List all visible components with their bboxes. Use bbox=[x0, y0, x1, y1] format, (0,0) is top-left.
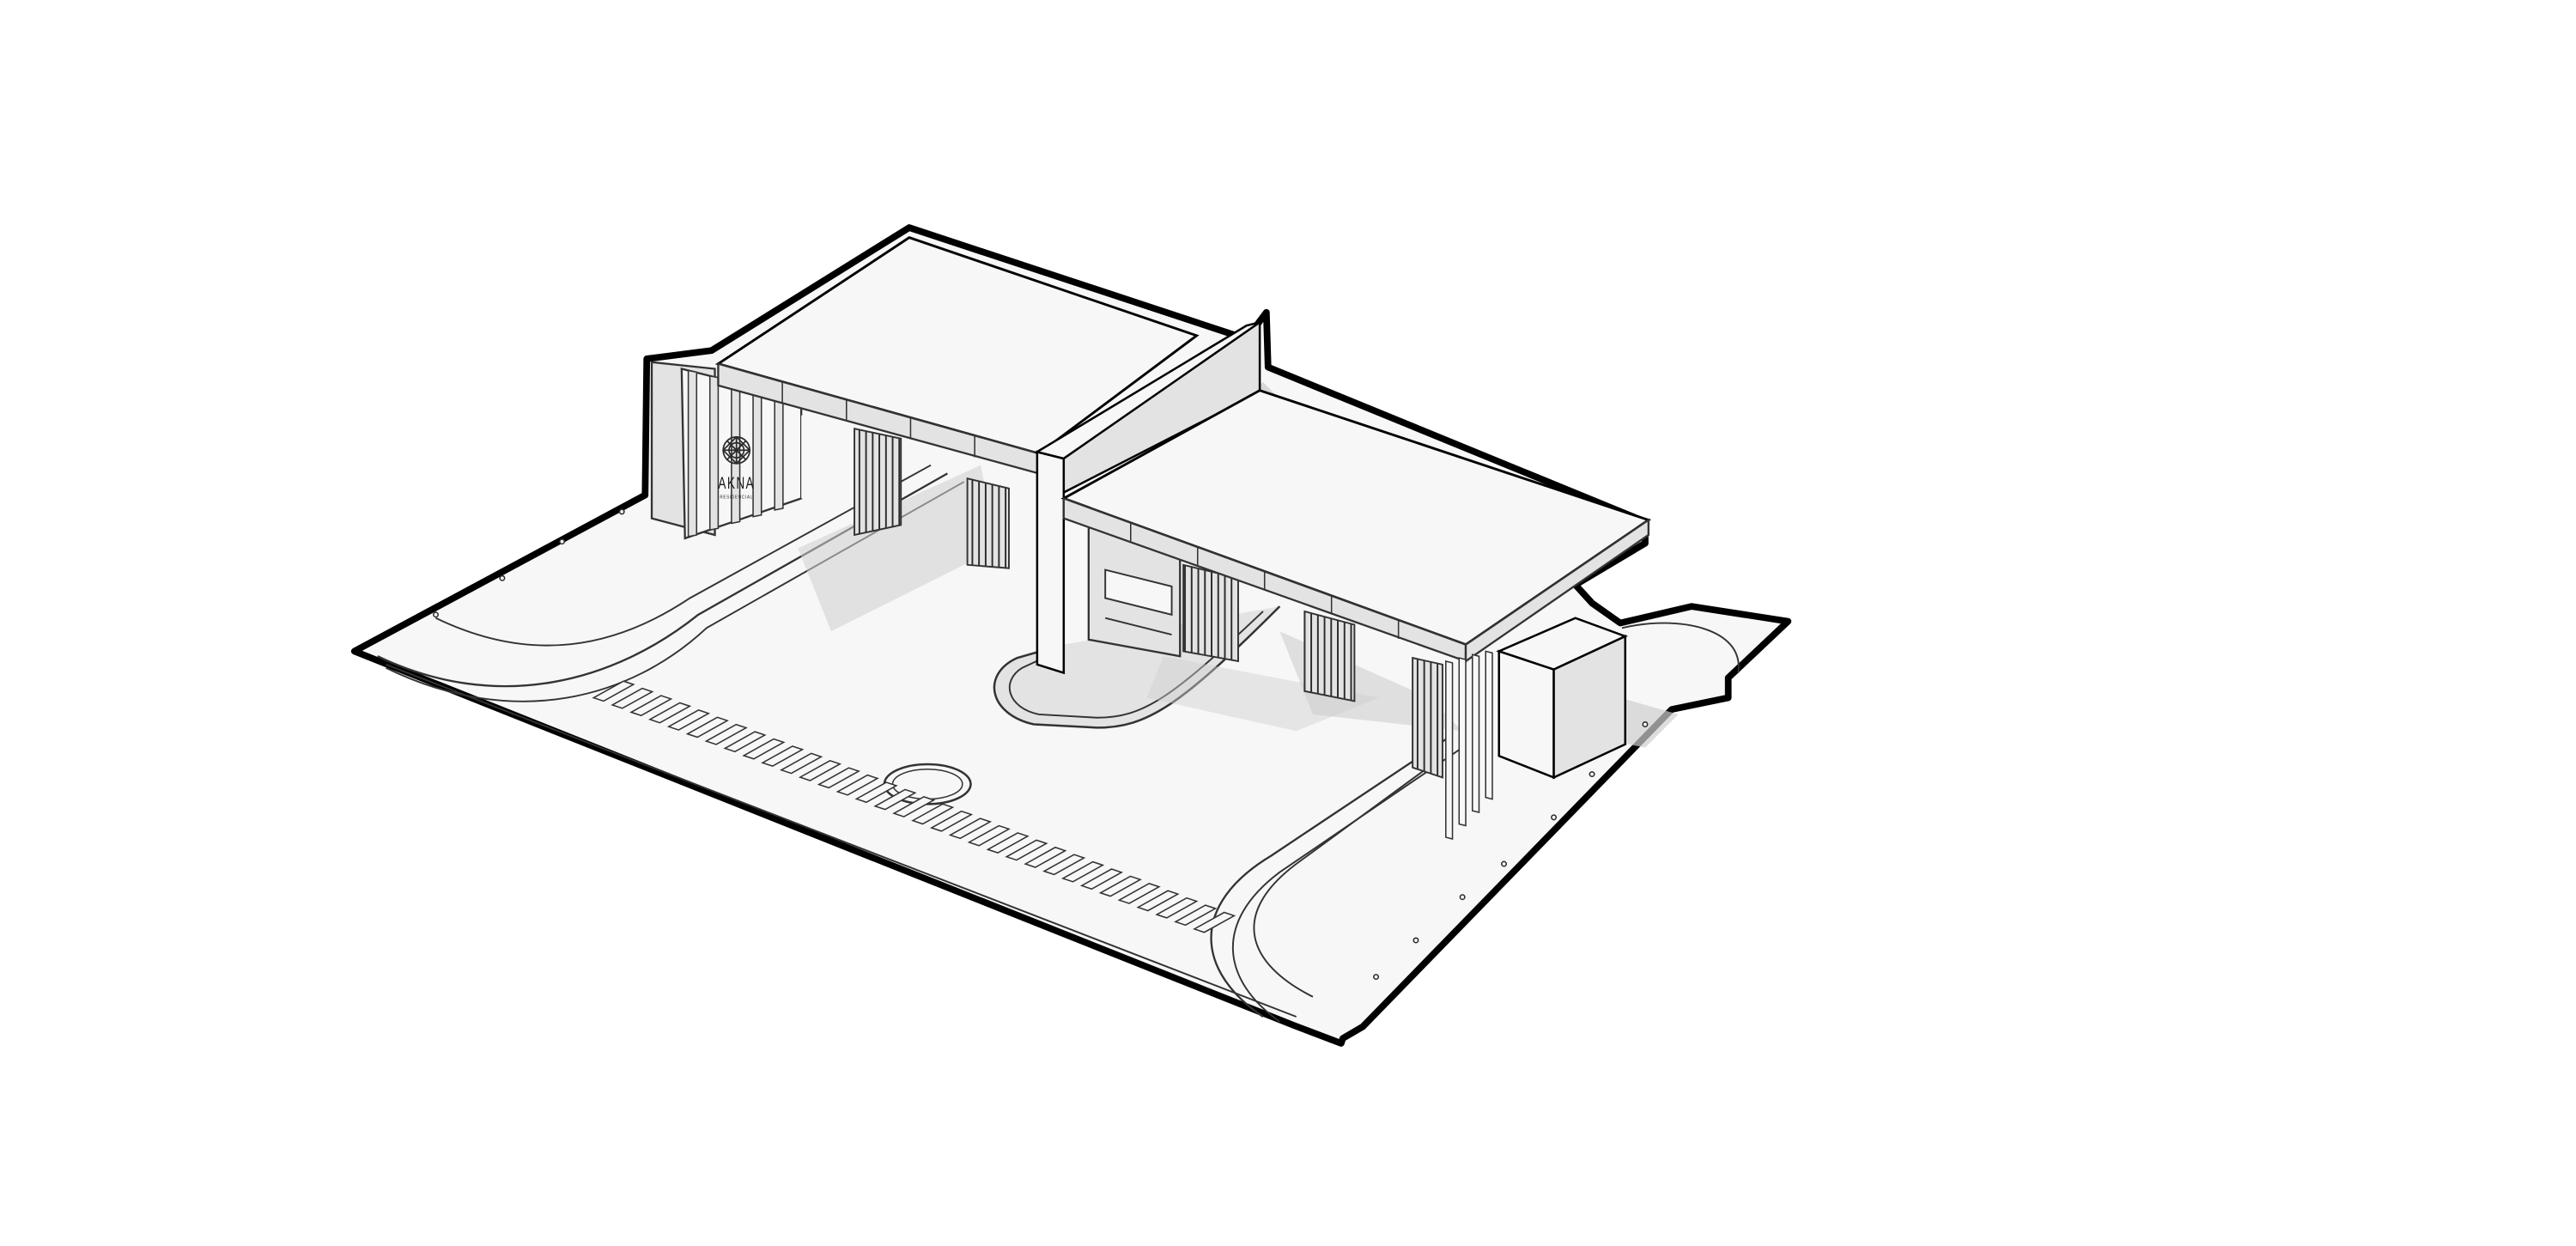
crosswalk-stripe bbox=[1042, 854, 1086, 876]
booth-window bbox=[1104, 568, 1173, 617]
crosswalk-stripe bbox=[1005, 839, 1048, 861]
right-column-fins bbox=[1445, 650, 1493, 840]
right-louver-panel bbox=[1412, 656, 1443, 779]
bollards bbox=[433, 508, 1649, 981]
bollard-marker bbox=[1413, 937, 1419, 944]
crosswalk-stripe bbox=[911, 803, 955, 825]
crosswalk-stripe bbox=[1117, 883, 1161, 904]
sign-wall-fin bbox=[687, 369, 698, 538]
crosswalk-stripe bbox=[592, 680, 635, 702]
louver-panel-1 bbox=[854, 427, 902, 537]
bollard-marker bbox=[1373, 974, 1380, 981]
right-curb bbox=[1210, 738, 1447, 1018]
central-wall-face bbox=[1036, 450, 1066, 675]
crosswalk-stripe bbox=[967, 824, 1011, 847]
crosswalk-stripe bbox=[835, 774, 879, 796]
crosswalk-stripe bbox=[1024, 846, 1067, 868]
left-curb bbox=[377, 472, 948, 688]
bollard-marker bbox=[499, 574, 506, 581]
crosswalk-stripe bbox=[986, 832, 1030, 854]
crosswalk-stripe bbox=[685, 716, 729, 738]
right-roof-end bbox=[1464, 518, 1649, 664]
guard-booth-side bbox=[1552, 635, 1626, 780]
crosswalk-stripe bbox=[1098, 875, 1142, 897]
sign-wall-fins bbox=[687, 369, 784, 538]
crosswalk-stripe bbox=[1136, 890, 1180, 912]
booth-counter bbox=[1104, 617, 1172, 635]
sign-wall-fin bbox=[708, 374, 720, 532]
central-booth bbox=[1087, 521, 1356, 702]
crosswalk-stripe bbox=[647, 702, 692, 724]
mandala-emblem-icon bbox=[721, 435, 751, 465]
roof-shadow-left bbox=[798, 465, 998, 632]
bollard-marker bbox=[433, 611, 439, 618]
crosswalk-stripe bbox=[929, 810, 974, 832]
crosswalk-stripe bbox=[704, 723, 748, 745]
portal-void bbox=[801, 415, 852, 499]
center-island-inner bbox=[1008, 611, 1264, 719]
sign-wall-fin bbox=[774, 392, 784, 511]
booth-louvers-2 bbox=[1303, 610, 1356, 702]
right-roof-fascia-segments bbox=[1130, 522, 1400, 639]
crosswalk-stripe bbox=[611, 687, 654, 709]
crosswalk-stripe bbox=[723, 731, 767, 753]
bollard-marker bbox=[1642, 721, 1649, 727]
louver-panel-2 bbox=[966, 477, 1010, 569]
crosswalk-stripe bbox=[1155, 897, 1199, 919]
crosswalk-stripe bbox=[629, 695, 673, 717]
left-roof-slab bbox=[714, 236, 1200, 475]
crosswalk-stripe bbox=[780, 752, 823, 775]
platform-edge bbox=[386, 663, 1297, 1018]
right-louver-columns bbox=[1412, 650, 1493, 840]
crosswalk-stripe bbox=[1174, 904, 1218, 927]
bollard-marker bbox=[1459, 894, 1466, 901]
bollard-marker bbox=[1589, 771, 1595, 778]
brand-tagline: RESIDENCIAL bbox=[720, 495, 753, 500]
island-shadow bbox=[1146, 656, 1380, 732]
crosswalk-stripe bbox=[1079, 868, 1124, 890]
crosswalk-stripe bbox=[948, 817, 993, 840]
right-roof-slab bbox=[1060, 389, 1652, 664]
right-curb-outer bbox=[1231, 746, 1463, 1023]
brand-name: AKNA bbox=[718, 474, 755, 493]
crosswalk-stripe bbox=[817, 767, 860, 789]
crosswalk-stripe bbox=[1060, 860, 1105, 883]
left-roof-fascia-segments bbox=[781, 381, 975, 458]
bollard-marker bbox=[559, 538, 566, 545]
crosswalk-stripe bbox=[892, 796, 936, 817]
booth-louvers bbox=[1182, 563, 1239, 663]
central-wall bbox=[1034, 320, 1261, 675]
bollard-marker bbox=[1501, 860, 1507, 867]
crosswalk bbox=[592, 680, 1236, 933]
column-fin bbox=[1471, 653, 1480, 814]
crosswalk-stripe bbox=[873, 788, 917, 811]
left-sign-wall bbox=[650, 361, 803, 540]
crosswalk-stripe bbox=[761, 745, 805, 768]
bollard-marker bbox=[618, 508, 625, 515]
guard-booth-front bbox=[1498, 649, 1555, 780]
left-portal-louvers bbox=[801, 415, 1010, 569]
sign-wall-fin bbox=[752, 386, 762, 518]
right-curb-inner bbox=[1253, 763, 1433, 998]
column-fin bbox=[1485, 650, 1493, 800]
crosswalk-stripe bbox=[798, 759, 842, 781]
column-fin bbox=[1458, 657, 1467, 827]
column-fin bbox=[1445, 660, 1454, 840]
signage-logo: AKNA RESIDENCIAL bbox=[718, 435, 755, 500]
crosswalk-stripe bbox=[666, 709, 711, 731]
bollard-marker bbox=[1551, 814, 1558, 821]
guard-booth bbox=[1496, 617, 1629, 780]
central-wall-top bbox=[1034, 321, 1261, 460]
right-island bbox=[1621, 622, 1740, 673]
crosswalk-stripe bbox=[1192, 911, 1236, 933]
crosswalk-stripe bbox=[742, 738, 786, 760]
crosswalk-stripe bbox=[854, 781, 898, 804]
left-island-edge bbox=[386, 481, 965, 702]
left-curb-inner bbox=[435, 464, 932, 647]
